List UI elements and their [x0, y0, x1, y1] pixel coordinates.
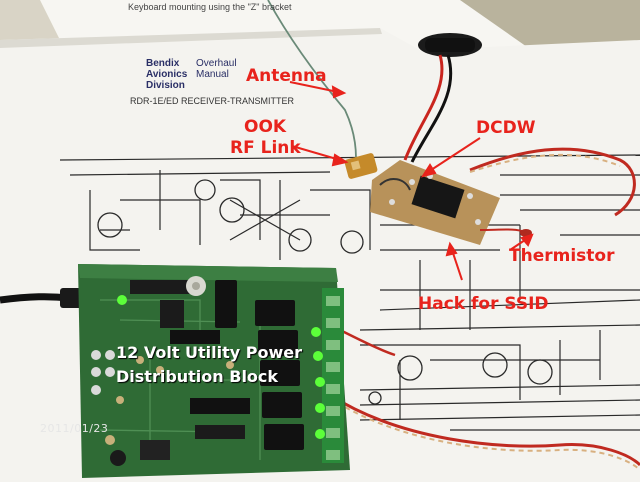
- schematic-drawing: [59, 154, 640, 431]
- photo-timestamp: 2011/01/23: [40, 422, 109, 435]
- status-leds: [117, 295, 325, 439]
- board-caption-line2: Distribution Block: [116, 367, 279, 386]
- manual-title-line1: Overhaul: [196, 58, 237, 69]
- callout-thermistor: Thermistor: [509, 246, 615, 266]
- manual-top-note: Keyboard mounting using the "Z" bracket: [128, 2, 292, 12]
- callout-ook: OOK: [244, 117, 287, 137]
- callout-dcdw: DCDW: [476, 118, 536, 138]
- callout-rf-link: RF Link: [230, 138, 301, 158]
- manual-brand-line2: Avionics: [146, 69, 188, 80]
- board-caption-line1: 12 Volt Utility Power: [116, 343, 303, 362]
- manual-brand-line3: Division: [146, 80, 185, 91]
- manual-title-line2: Manual: [196, 69, 229, 80]
- callout-arrows: [289, 81, 534, 281]
- manual-doc-title: RDR-1E/ED RECEIVER-TRANSMITTER: [130, 96, 295, 106]
- manual-brand-line1: Bendix: [146, 58, 180, 69]
- callout-antenna: Antenna: [246, 66, 327, 86]
- callout-hack-for-ssid: Hack for SSID: [418, 294, 549, 314]
